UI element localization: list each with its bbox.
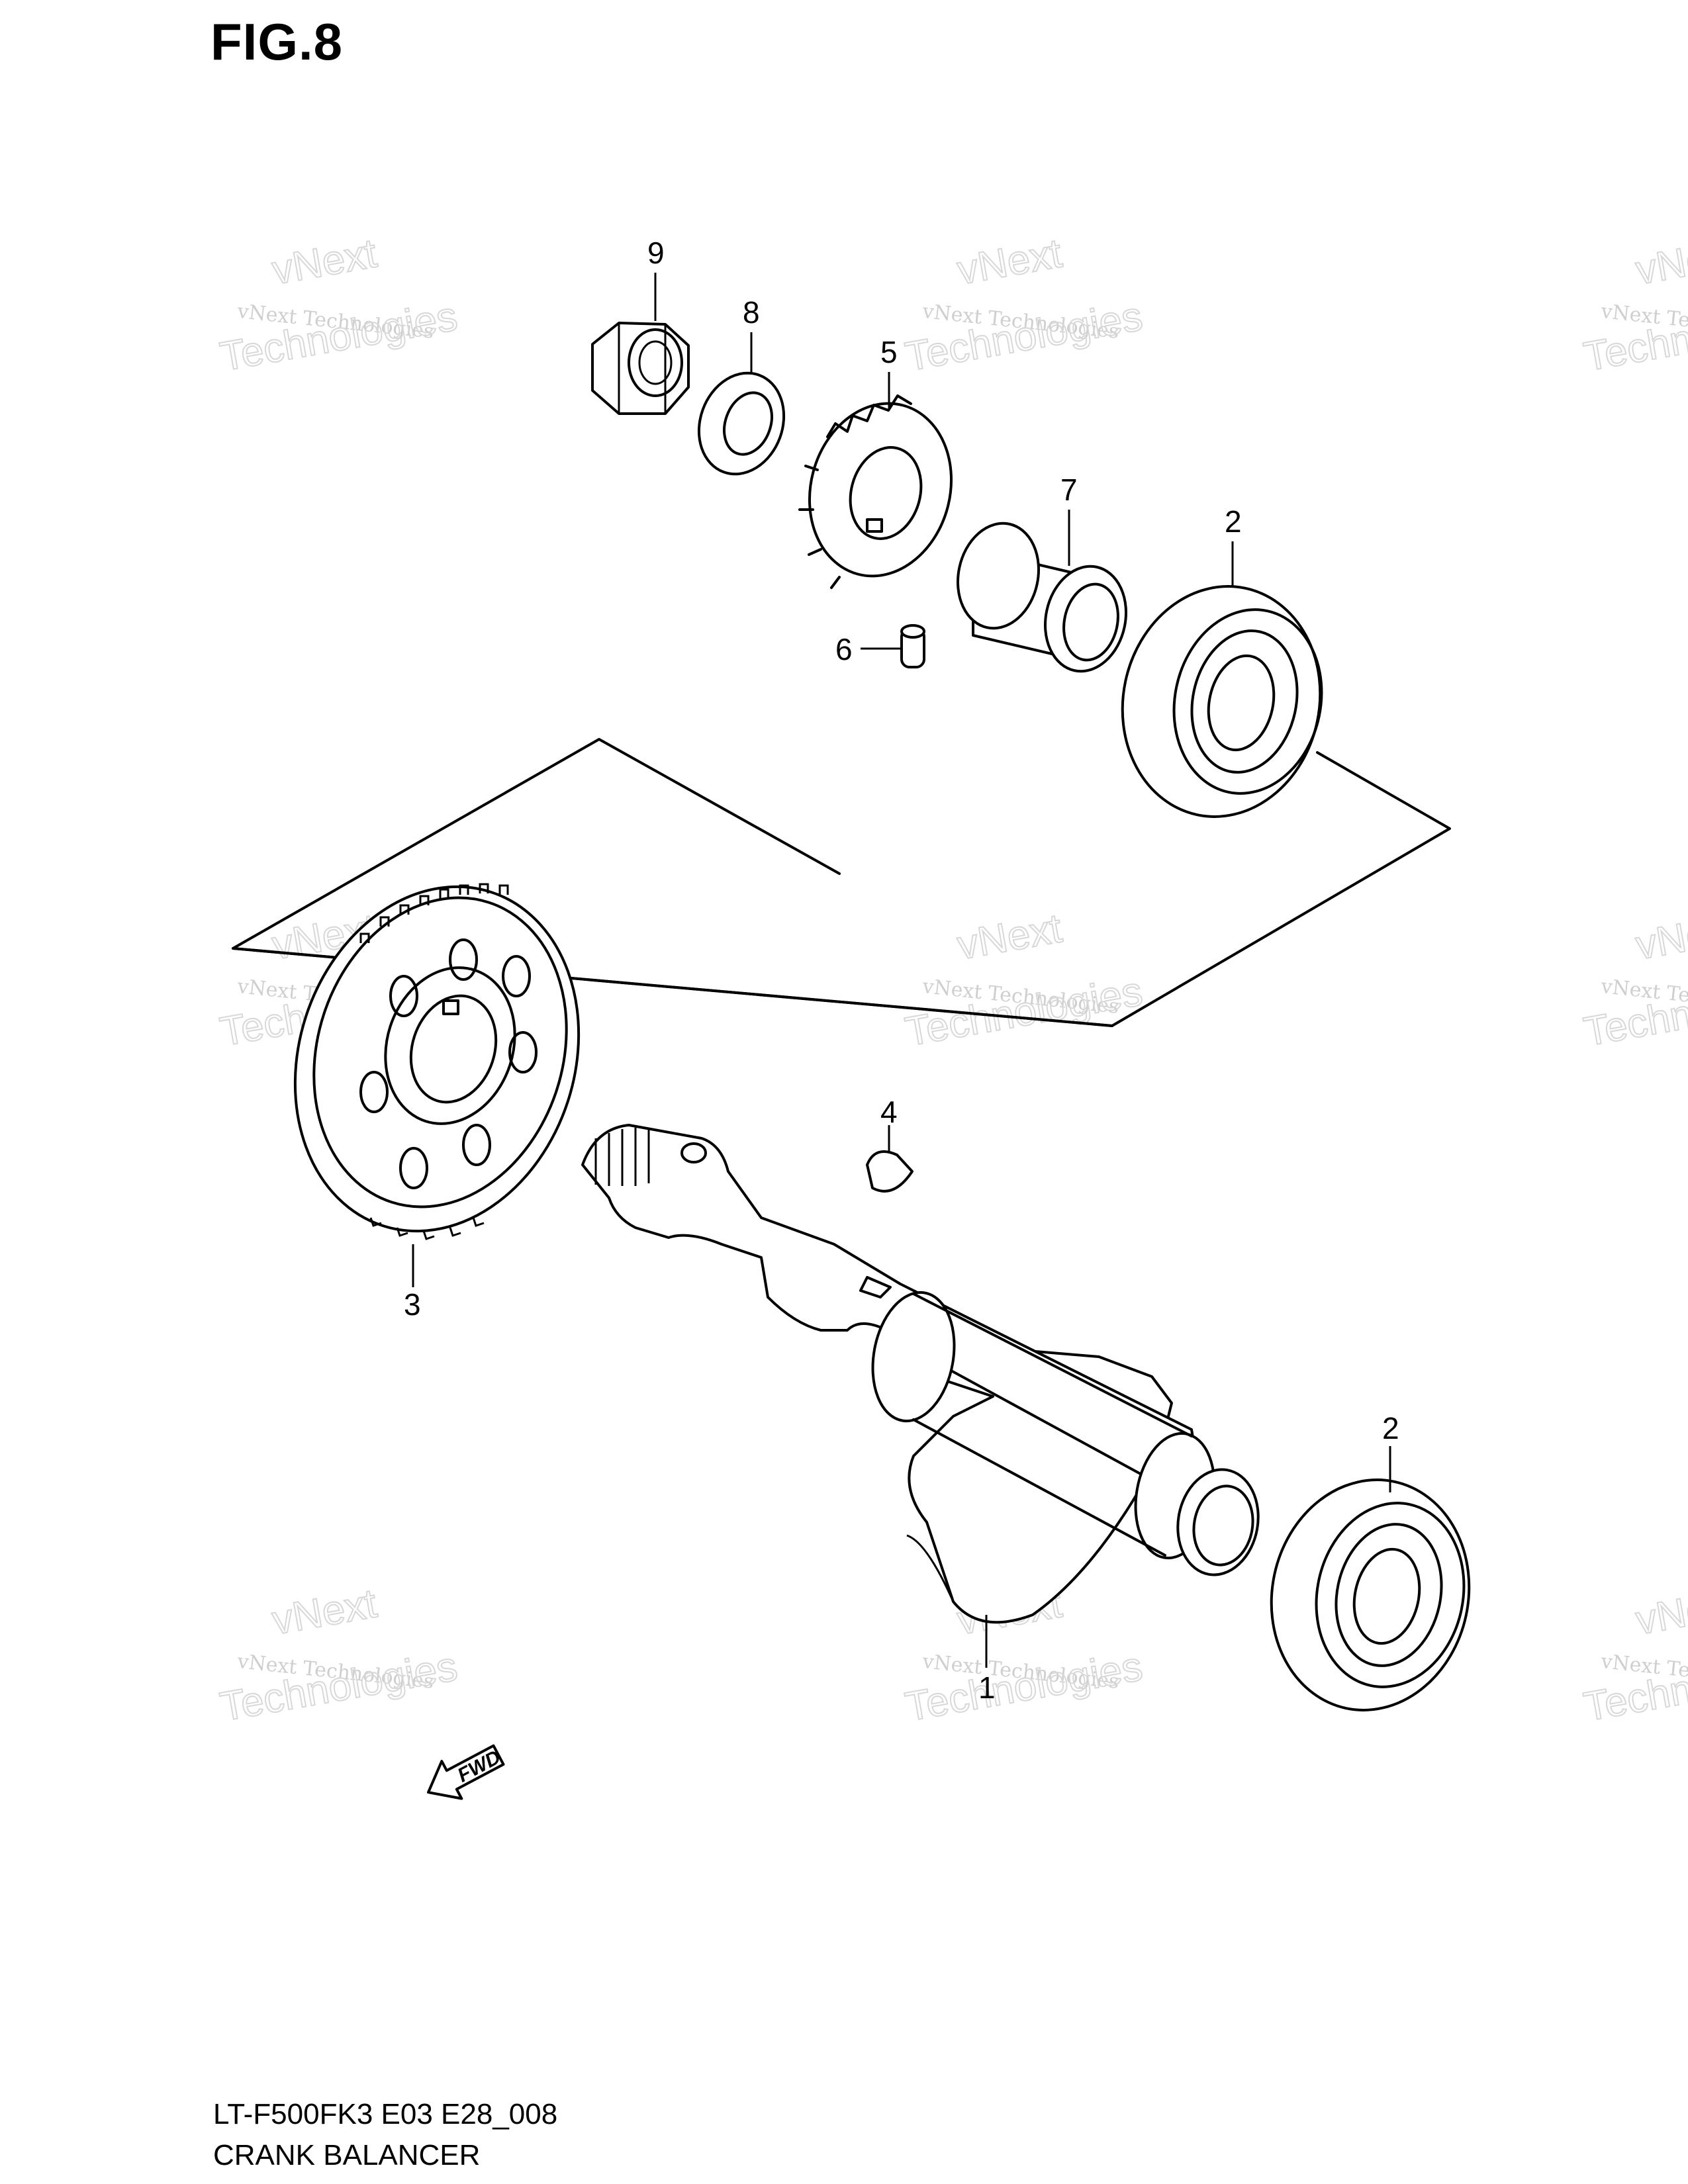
callout-labels: 9 8 5 7 2 6 4 3 2 1 xyxy=(404,236,1399,1705)
svg-text:vNext: vNext xyxy=(954,905,1065,968)
watermark: vNext vNext Technologies Technologies xyxy=(1580,905,1688,1056)
callout-8: 8 xyxy=(743,295,760,330)
svg-text:vNext: vNext xyxy=(269,1580,380,1643)
part-2-bearing-lower xyxy=(1270,1446,1471,1711)
watermark: vNext vNext Technologies Technologies xyxy=(902,230,1147,381)
callout-9: 9 xyxy=(647,236,665,270)
watermark: vNext vNext Technologies Technologies xyxy=(216,230,461,381)
callout-1: 1 xyxy=(978,1670,996,1705)
part-8-washer xyxy=(697,371,786,476)
svg-text:vNext: vNext xyxy=(1632,905,1688,968)
watermark: vNext vNext Technologies Technologies xyxy=(1580,1580,1688,1731)
figure-name: CRANK BALANCER xyxy=(213,2139,481,2171)
callout-6: 6 xyxy=(835,632,853,666)
figure-code: LT-F500FK3 E03 E28_008 xyxy=(213,2098,558,2130)
watermark: vNext vNext Technologies Technologies xyxy=(216,1580,461,1731)
svg-text:vNext: vNext xyxy=(1632,1580,1688,1643)
part-7-sleeve xyxy=(956,510,1128,673)
svg-text:vNext: vNext xyxy=(954,230,1065,293)
part-1-balancer-shaft xyxy=(581,1124,1260,1668)
callout-3: 3 xyxy=(404,1287,421,1322)
part-3-balancer-gear xyxy=(293,883,581,1287)
fwd-arrow-icon: FWD xyxy=(427,1744,505,1800)
part-9-nut xyxy=(591,322,690,415)
callout-2-lower: 2 xyxy=(1382,1411,1399,1445)
part-2-bearing-upper xyxy=(1121,541,1323,818)
watermark: vNext vNext Technologies Technologies xyxy=(902,905,1147,1056)
part-6-pin xyxy=(861,624,925,668)
callout-7: 7 xyxy=(1060,473,1078,507)
svg-text:vNext: vNext xyxy=(1632,230,1688,293)
figure-title: FIG.8 xyxy=(211,13,344,71)
callout-2-upper: 2 xyxy=(1225,504,1242,539)
watermark: vNext vNext Technologies Technologies xyxy=(1580,230,1688,381)
callout-5: 5 xyxy=(880,335,898,369)
callout-4: 4 xyxy=(880,1095,898,1129)
part-5-sprocket xyxy=(798,394,953,589)
part-4-key xyxy=(866,1125,914,1193)
svg-text:vNext: vNext xyxy=(269,230,380,293)
